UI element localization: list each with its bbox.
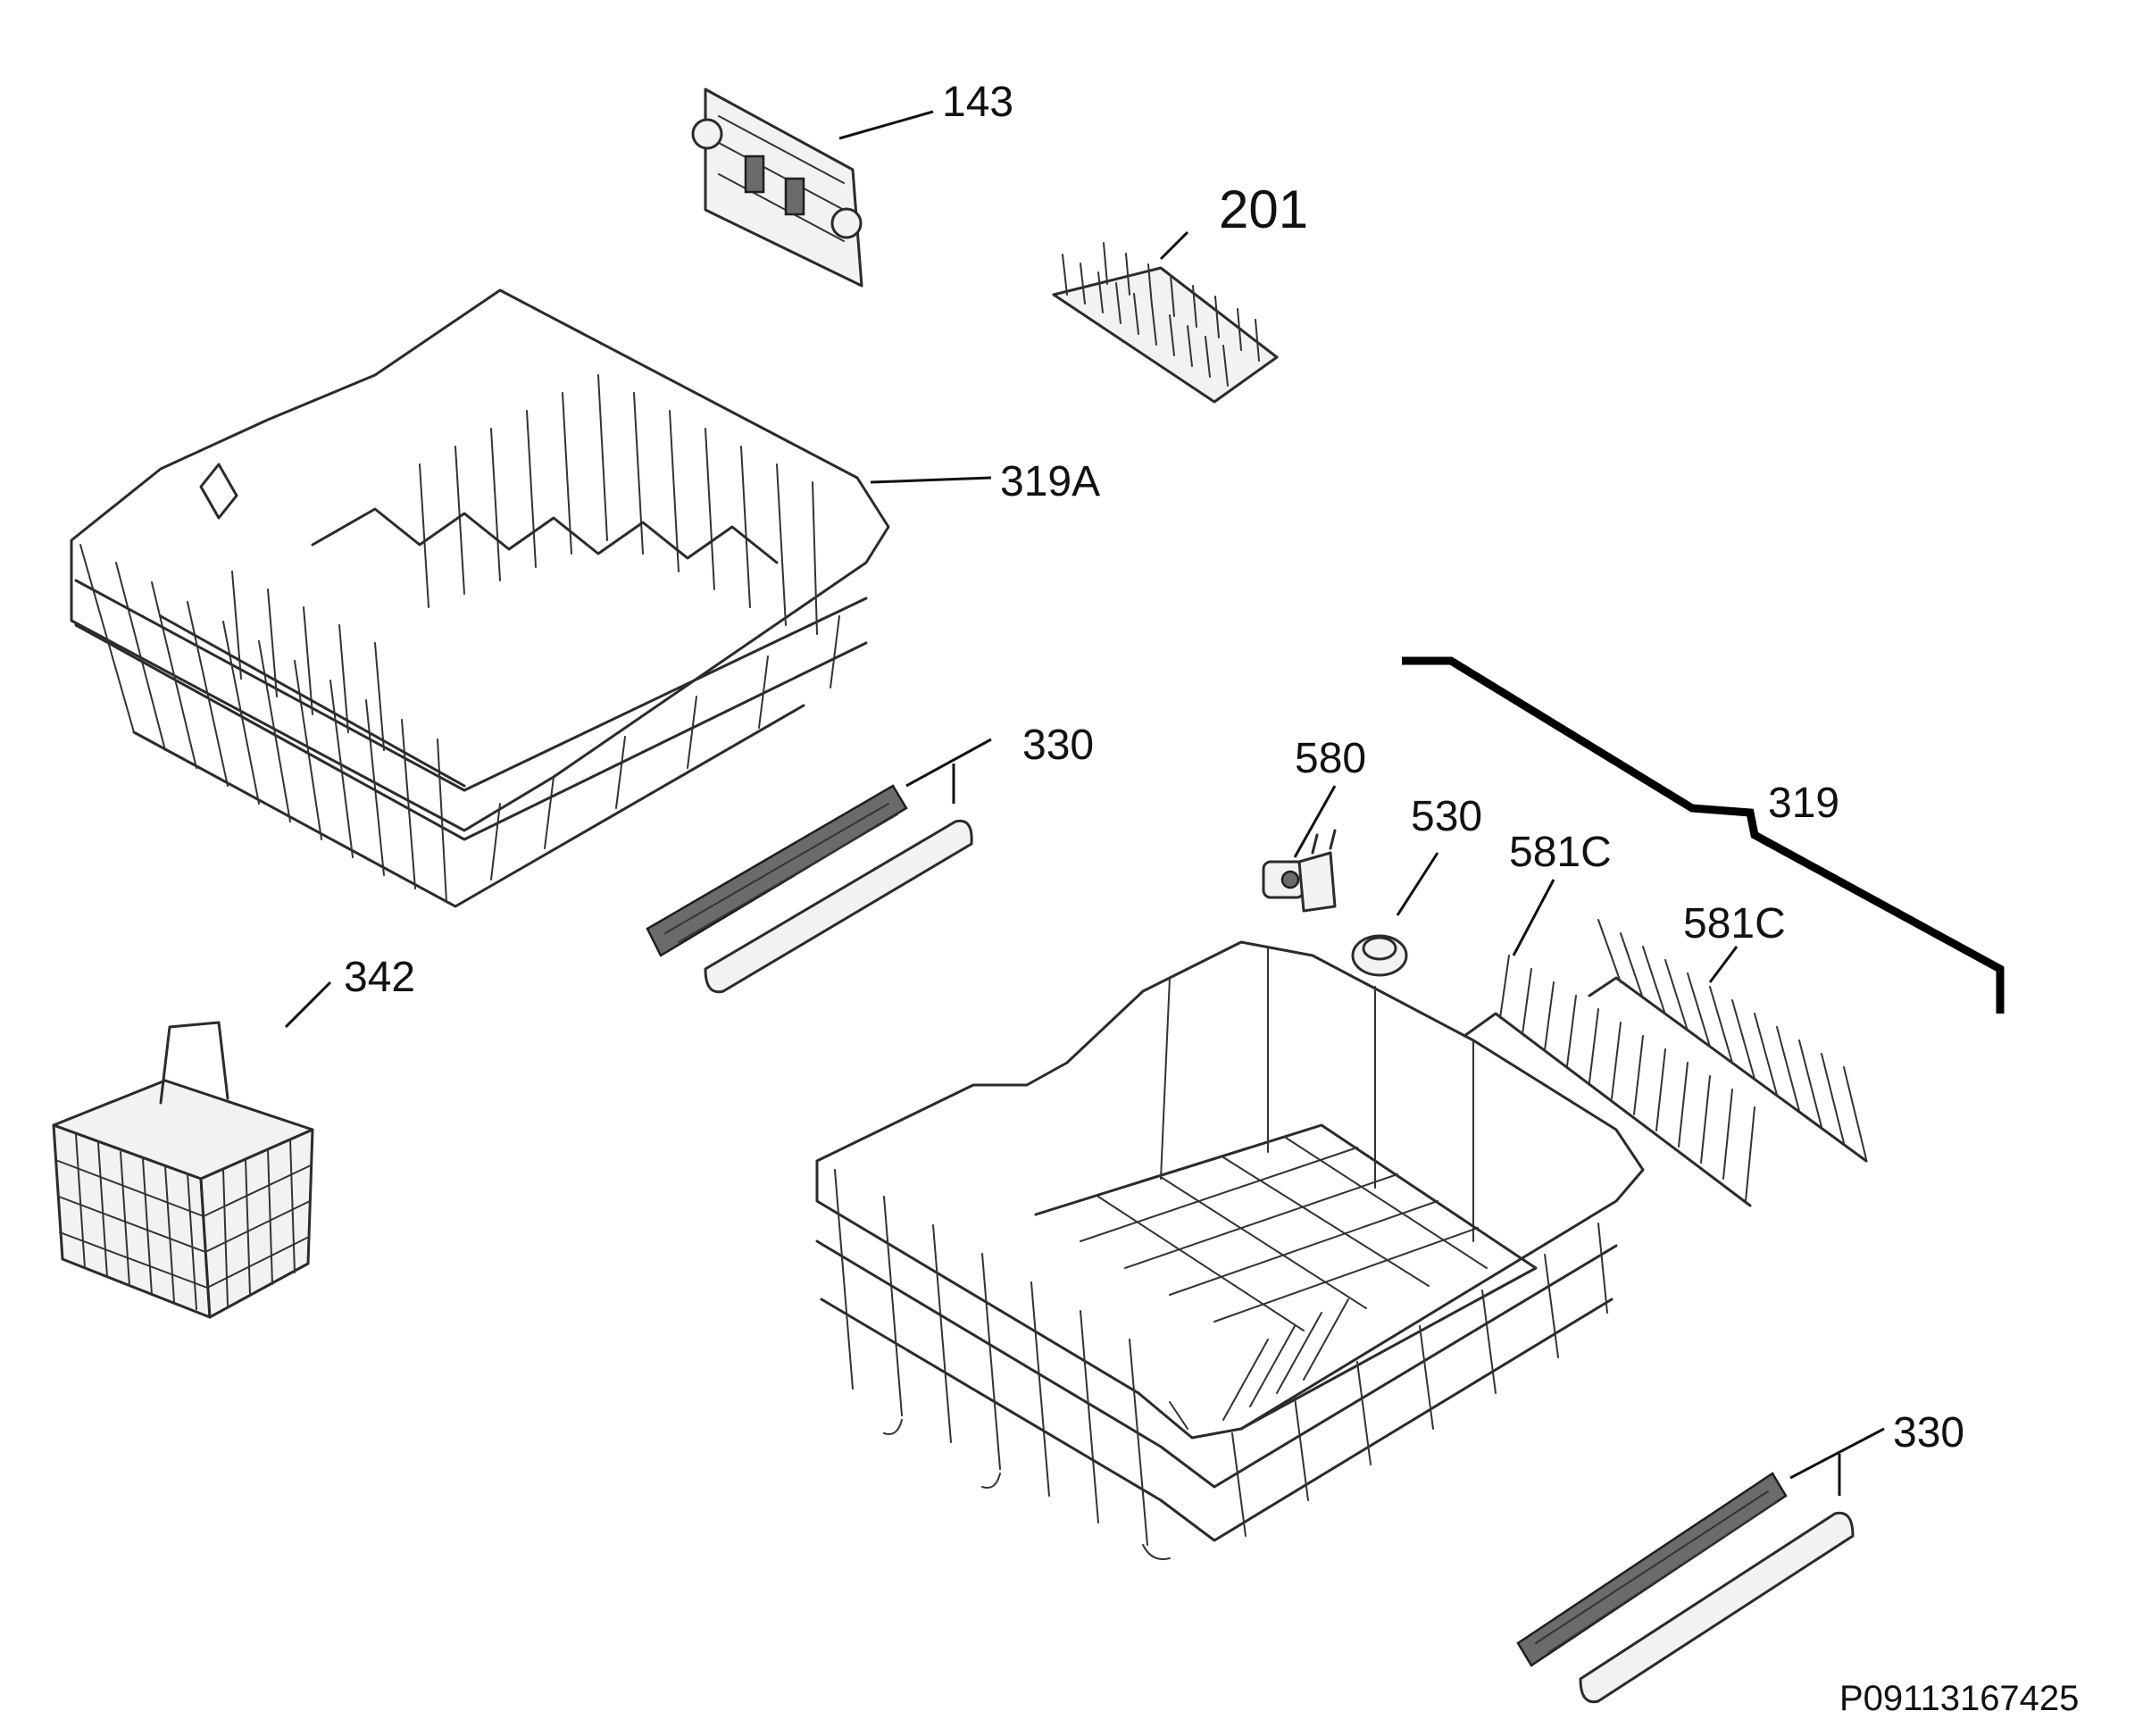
label-330-lower: 330 xyxy=(1893,1409,1964,1456)
leader-143 xyxy=(838,110,934,140)
part-330-upper-rail xyxy=(646,784,973,994)
part-143-rack-adjuster xyxy=(691,88,863,288)
leader-342 xyxy=(284,981,332,1029)
label-201: 201 xyxy=(1219,179,1308,239)
bracket-319 xyxy=(1402,656,2005,1014)
leader-201 xyxy=(1159,230,1189,261)
part-581C-right-tine-row xyxy=(1588,919,1868,1163)
leader-319A xyxy=(870,476,992,484)
label-143: 143 xyxy=(942,79,1013,126)
leader-580 xyxy=(1293,785,1337,858)
label-581C-right: 581C xyxy=(1683,900,1786,947)
part-580-clip xyxy=(1262,829,1337,913)
part-342-cutlery-basket xyxy=(52,1021,314,1319)
leader-581C-right xyxy=(1708,946,1739,983)
part-581C-left-tine-row xyxy=(1463,955,1755,1207)
label-319: 319 xyxy=(1768,780,1839,827)
label-581C-left: 581C xyxy=(1509,829,1612,876)
leader-530 xyxy=(1396,852,1439,916)
label-342: 342 xyxy=(344,954,415,1001)
label-330-upper: 330 xyxy=(1022,722,1094,769)
part-201-spike-insert xyxy=(1052,242,1279,404)
leader-330-upper xyxy=(905,738,992,804)
part-330-lower-rail xyxy=(1516,1472,1855,1704)
label-319A: 319A xyxy=(1000,458,1100,505)
part-530-wheel xyxy=(1351,934,1408,977)
label-580: 580 xyxy=(1295,735,1366,782)
label-530: 530 xyxy=(1411,793,1482,840)
part-319A-upper-basket xyxy=(70,288,890,908)
leader-581C-left xyxy=(1512,879,1555,956)
leader-330-lower xyxy=(1789,1427,1885,1496)
part-319-lower-basket xyxy=(815,940,1645,1560)
drawing-code: P09113167425 xyxy=(1839,1679,2079,1718)
